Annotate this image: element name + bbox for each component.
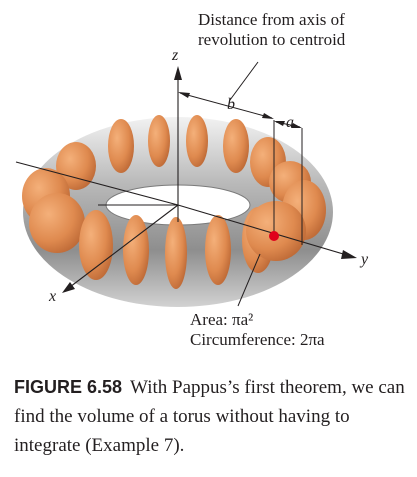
area-label: Area: πa² <box>190 310 254 329</box>
torus-figure <box>15 61 357 307</box>
y-axis-arrowhead <box>341 250 357 259</box>
circumference-label: Circumference: 2πa <box>190 330 325 349</box>
back-axis-line <box>15 161 179 206</box>
x-axis-arrowhead <box>62 282 75 293</box>
torus-measures: Area: πa² Circumference: 2πa <box>190 310 325 350</box>
y-axis <box>177 204 351 257</box>
axes <box>15 66 357 293</box>
centroid-dot <box>269 231 279 241</box>
cross-sections-front <box>22 168 326 289</box>
a-dimension-label: a <box>286 114 294 131</box>
b-arrow-right <box>262 113 274 119</box>
a-arrow-right <box>291 123 302 128</box>
x-axis <box>65 204 179 291</box>
caption-text: With Pappus’s first theorem, we can find… <box>14 377 405 456</box>
z-axis-arrowhead <box>174 66 182 80</box>
cross-sections-back <box>56 115 311 203</box>
b-dimension-label: b <box>227 96 235 113</box>
caption-figure-number: FIGURE 6.58 <box>14 377 123 397</box>
bottom-leader-line <box>237 253 261 307</box>
centroid-distance-label: Distance from axis of revolution to cent… <box>198 10 345 50</box>
x-axis-label: x <box>49 288 57 305</box>
b-dimension-line <box>179 92 273 119</box>
centroid-label-line1: Distance from axis of <box>198 10 345 29</box>
z-axis-label: z <box>172 47 179 64</box>
dimension-lines <box>178 61 303 307</box>
a-arrow-left <box>274 121 285 126</box>
centroid-label-line2: revolution to centroid <box>198 30 346 49</box>
top-leader-line <box>229 61 259 101</box>
b-arrow-left <box>178 92 190 98</box>
y-axis-label: y <box>361 251 369 268</box>
